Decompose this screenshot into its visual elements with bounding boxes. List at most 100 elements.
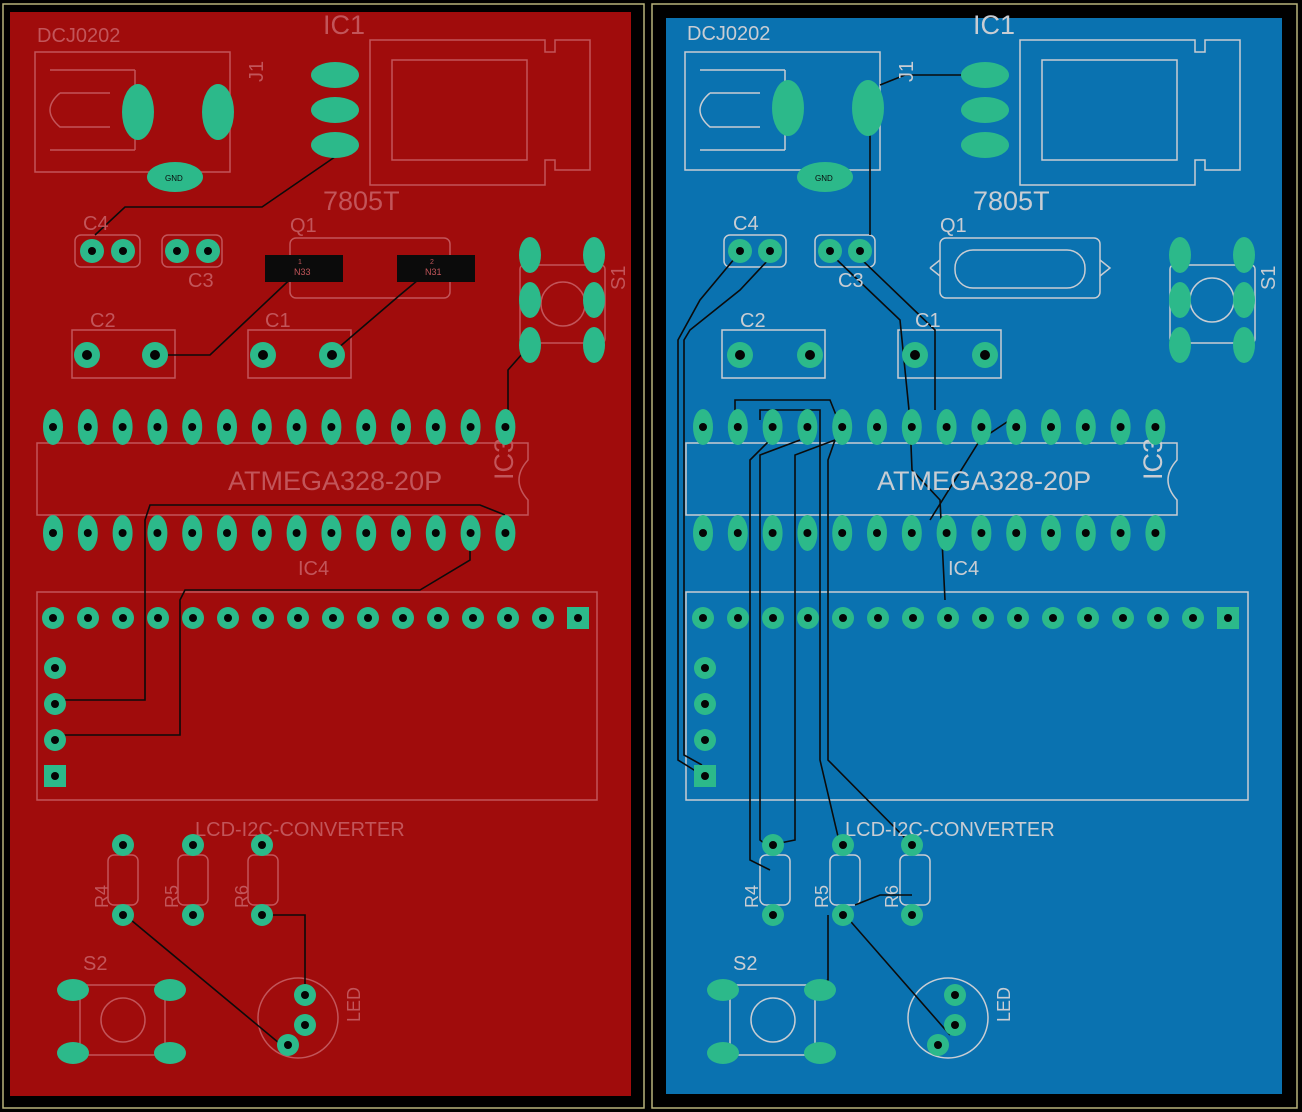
drill-hole xyxy=(701,772,709,780)
drill-hole xyxy=(769,614,777,622)
drill-hole xyxy=(83,423,92,431)
led-label: LED xyxy=(344,987,364,1022)
drill-hole xyxy=(292,529,301,537)
drill-hole xyxy=(1081,423,1090,431)
drill-hole xyxy=(399,614,407,622)
drill-hole xyxy=(699,614,707,622)
drill-hole xyxy=(327,529,336,537)
drill-hole xyxy=(224,614,232,622)
drill-hole xyxy=(733,423,742,431)
drill-hole xyxy=(292,423,301,431)
drill-hole xyxy=(1081,529,1090,537)
ic1-label: IC1 xyxy=(973,10,1015,40)
drill-hole xyxy=(257,423,266,431)
top-drill-holes xyxy=(82,247,337,1049)
drill-hole xyxy=(259,614,267,622)
r5-label: R5 xyxy=(162,885,182,908)
led-label: LED xyxy=(994,987,1014,1022)
drill-hole xyxy=(699,423,707,431)
drill-hole xyxy=(189,614,197,622)
drill-hole xyxy=(118,529,127,537)
drill-hole xyxy=(944,614,952,622)
drill-hole xyxy=(1012,529,1021,537)
drill-hole xyxy=(977,529,986,537)
board-outline xyxy=(2,3,645,1109)
top-copper-pour xyxy=(10,12,631,1096)
net-n33: N33 xyxy=(294,267,311,277)
drill-hole xyxy=(1084,614,1092,622)
r6-label: R6 xyxy=(882,885,902,908)
drill-hole xyxy=(1154,614,1162,622)
ic3-label: IC3 xyxy=(489,438,519,480)
drill-hole xyxy=(574,614,582,622)
drill-hole xyxy=(362,423,371,431)
drill-hole xyxy=(942,423,951,431)
drill-hole xyxy=(1119,614,1127,622)
drill-hole xyxy=(804,614,812,622)
c2-label: C2 xyxy=(90,310,116,332)
crystal-smd-pads: 1 N33 2 N31 xyxy=(265,255,475,282)
bottom-drill-holes xyxy=(735,247,990,1049)
gnd-pad-label: GND xyxy=(815,174,833,183)
drill-hole xyxy=(1047,529,1055,537)
drill-hole xyxy=(942,529,951,537)
board-outline xyxy=(651,3,1298,1109)
drill-hole xyxy=(701,736,709,744)
drill-hole xyxy=(1189,614,1197,622)
drill-hole xyxy=(539,614,547,622)
top-layer-panel: IC1 7805T DCJ0202 J1 C4 C3 Q1 S1 C2 C1 A… xyxy=(2,3,645,1109)
drill-hole xyxy=(469,614,477,622)
drill-hole xyxy=(839,614,847,622)
dc-jack-label: DCJ0202 xyxy=(37,25,120,47)
atmega-dip-pads xyxy=(43,409,516,551)
c2-label: C2 xyxy=(740,310,766,332)
drill-hole xyxy=(327,423,336,431)
drill-hole xyxy=(501,529,510,537)
atmega-dip-pads xyxy=(693,409,1166,551)
drill-hole xyxy=(909,614,917,622)
drill-hole xyxy=(768,423,777,431)
drill-hole xyxy=(977,423,986,431)
drill-hole xyxy=(838,423,847,431)
lcd-header-pads xyxy=(42,607,589,787)
r5-label: R5 xyxy=(812,885,832,908)
r6-label: R6 xyxy=(232,885,252,908)
ic4-label: IC4 xyxy=(948,558,979,580)
lcd-header-pads xyxy=(692,607,1239,787)
r4-label: R4 xyxy=(92,885,112,908)
c1-label: C1 xyxy=(915,310,941,332)
drill-hole xyxy=(873,423,881,431)
drill-hole xyxy=(701,700,709,708)
c4-label: C4 xyxy=(733,213,759,235)
drill-hole xyxy=(874,614,882,622)
drill-hole xyxy=(1049,614,1057,622)
pad-number-2: 2 xyxy=(430,259,434,266)
bottom-pads xyxy=(707,62,1255,1064)
drill-hole xyxy=(223,529,231,537)
net-n31: N31 xyxy=(425,267,442,277)
drill-hole xyxy=(1012,423,1021,431)
drill-hole xyxy=(1151,423,1160,431)
s2-label: S2 xyxy=(733,953,757,975)
ic1-label: IC1 xyxy=(323,10,365,40)
drill-hole xyxy=(768,529,777,537)
drill-hole xyxy=(118,423,127,431)
c3-label: C3 xyxy=(188,270,214,292)
drill-hole xyxy=(803,529,812,537)
drill-hole xyxy=(501,423,510,431)
j1-label: J1 xyxy=(896,61,918,82)
gnd-pad-label: GND xyxy=(165,174,183,183)
pad-number-1: 1 xyxy=(298,259,302,266)
lcd-converter-label: LCD-I2C-CONVERTER xyxy=(195,819,405,841)
drill-hole xyxy=(51,736,59,744)
bottom-silk-text: IC1 7805T DCJ0202 J1 C4 C3 Q1 S1 C2 C1 A… xyxy=(687,10,1280,1022)
drill-hole xyxy=(153,423,162,431)
drill-hole xyxy=(701,664,709,672)
c1-label: C1 xyxy=(265,310,291,332)
top-silk-text: IC1 7805T DCJ0202 J1 C4 C3 Q1 S1 C2 C1 A… xyxy=(37,10,630,1022)
drill-hole xyxy=(431,529,440,537)
drill-hole xyxy=(1116,529,1125,537)
q1-label: Q1 xyxy=(940,215,967,237)
drill-hole xyxy=(362,529,371,537)
top-pads xyxy=(57,62,605,1064)
